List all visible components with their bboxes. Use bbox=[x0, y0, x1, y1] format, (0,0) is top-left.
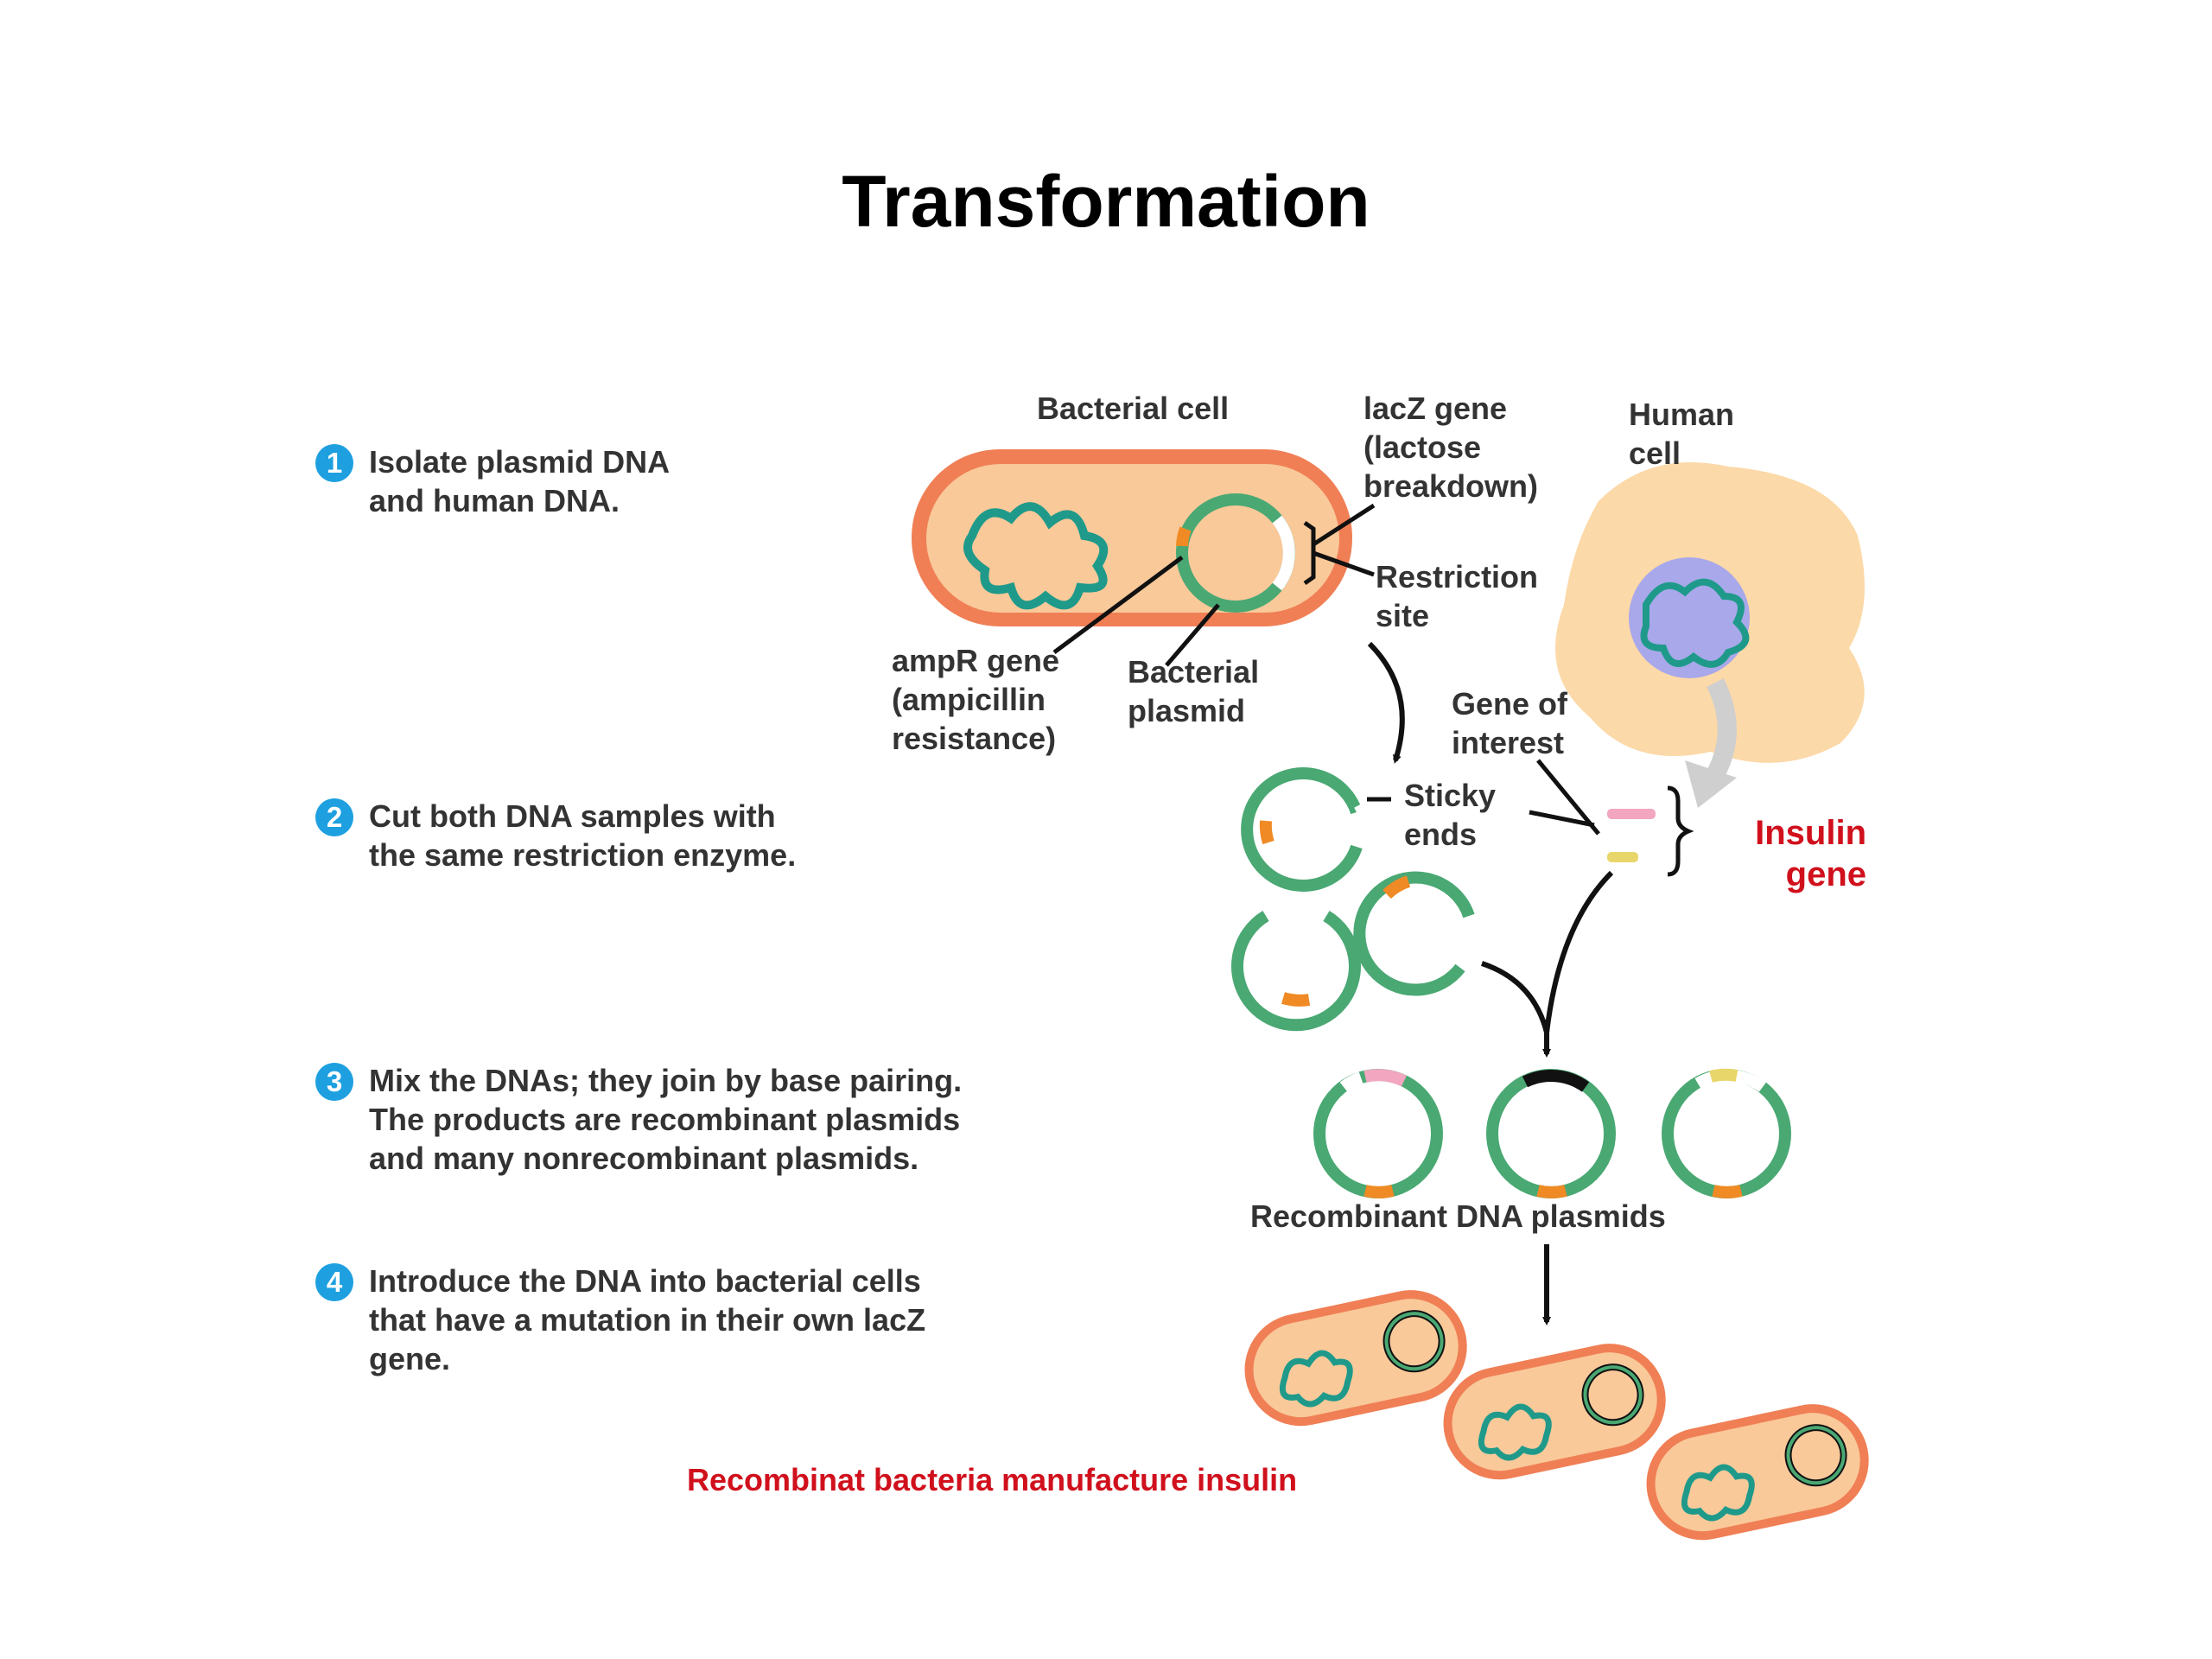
ampr-segment bbox=[1176, 526, 1192, 547]
insulin-bracket bbox=[1667, 785, 1694, 877]
bacterial-cell bbox=[912, 449, 1352, 626]
restriction-leader bbox=[1313, 550, 1375, 577]
step-number-3: 3 bbox=[315, 1063, 353, 1101]
gray-arrowhead bbox=[1685, 760, 1737, 808]
step-3-text: Mix the DNAs; they join by base pairing.… bbox=[369, 1063, 963, 1176]
label-insulin-gene: Insulin gene bbox=[1755, 814, 1866, 893]
step-1-text: Isolate plasmid DNA and human DNA. bbox=[369, 444, 671, 518]
lacz-segment bbox=[1272, 515, 1295, 591]
label-lacz-gene: lacZ gene (lactose breakdown) bbox=[1363, 391, 1539, 504]
step-number-2: 2 bbox=[315, 798, 353, 836]
chromosome-dna bbox=[963, 502, 1109, 610]
label-gene-of-interest: Gene of interest bbox=[1452, 686, 1568, 760]
page-title: Transformation bbox=[842, 161, 1370, 242]
label-restriction-site: Restriction site bbox=[1376, 559, 1539, 633]
label-sticky-ends: Sticky ends bbox=[1404, 778, 1497, 852]
step-1: 1 Isolate plasmid DNA and human DNA. bbox=[315, 442, 670, 520]
step-4-text: Introduce the DNA into bacterial cells t… bbox=[369, 1263, 926, 1376]
cut-plasmid-2-amp bbox=[1281, 992, 1311, 1007]
step-2: 2 Cut both DNA samples with the same res… bbox=[315, 797, 796, 874]
cut-plasmid-1 bbox=[1241, 767, 1363, 892]
label-human-cell: Human cell bbox=[1629, 397, 1735, 471]
gene-leader-1 bbox=[1536, 759, 1600, 836]
human-cell bbox=[1555, 462, 1865, 808]
recombinant-plasmid-2 bbox=[1486, 1069, 1616, 1198]
cut-plasmid-3-amp bbox=[1382, 875, 1411, 899]
plasmid-leader bbox=[1165, 603, 1220, 667]
cut-plasmid-2 bbox=[1231, 911, 1361, 1032]
step-number-1: 1 bbox=[315, 444, 353, 482]
cut-plasmid-1-amp bbox=[1259, 820, 1274, 845]
label-bacterial-cell: Bacterial cell bbox=[1037, 391, 1230, 426]
human-dna bbox=[1640, 578, 1750, 668]
label-bacterial-plasmid: Bacterial plasmid bbox=[1128, 654, 1260, 728]
insulin-fragment-1 bbox=[1607, 809, 1656, 819]
gene-leader-2 bbox=[1529, 810, 1595, 828]
step-number-4: 4 bbox=[315, 1263, 353, 1301]
cut-plasmid-3 bbox=[1353, 871, 1475, 996]
footer-caption: Recombinat bacteria manufacture insulin bbox=[687, 1462, 1298, 1497]
sticky-end-1 bbox=[1354, 800, 1372, 817]
label-ampr-gene: ampR gene (ampicillin resistance) bbox=[892, 643, 1060, 756]
label-recombinant-plasmids: Recombinant DNA plasmids bbox=[1250, 1198, 1666, 1234]
recombinant-plasmids bbox=[1313, 1068, 1791, 1198]
recombinant-bacterium-1 bbox=[1244, 1290, 1467, 1427]
ampr-leader bbox=[1052, 555, 1184, 655]
cut-plasmids bbox=[1231, 767, 1475, 1032]
recombinant-bacterium-2 bbox=[1443, 1344, 1666, 1480]
merge-arrow-right bbox=[1544, 870, 1614, 1033]
step-3: 3 Mix the DNAs; they join by base pairin… bbox=[315, 1061, 962, 1178]
cut-arrow bbox=[1367, 641, 1405, 764]
insulin-fragment-2 bbox=[1607, 852, 1638, 862]
merge-arrow-left bbox=[1481, 961, 1549, 1033]
recombinant-plasmid-1 bbox=[1313, 1069, 1443, 1198]
recombinant-bacterium-3 bbox=[1646, 1404, 1869, 1541]
lacz-leader bbox=[1312, 503, 1376, 547]
step-2-text: Cut both DNA samples with the same restr… bbox=[369, 798, 797, 873]
recombinant-plasmid-3 bbox=[1662, 1069, 1791, 1198]
step-4: 4 Introduce the DNA into bacterial cells… bbox=[315, 1262, 925, 1378]
